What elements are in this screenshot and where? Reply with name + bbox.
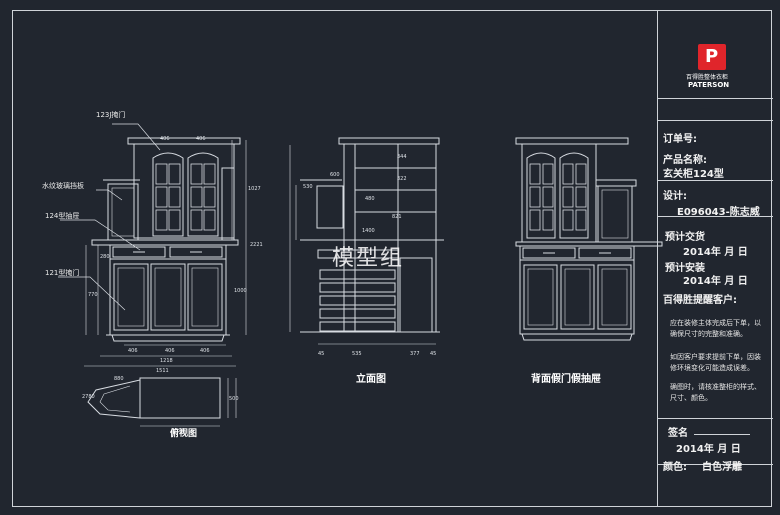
callout-label: 水纹玻璃挡板 <box>42 182 84 190</box>
dim-text: 406 <box>160 136 170 142</box>
dim-text: 322 <box>397 176 407 182</box>
product-name-value: 玄关柜124型 <box>663 169 724 180</box>
callout-label: 123J掩门 <box>96 111 126 119</box>
dim-text: 1400 <box>362 228 375 234</box>
dim-text: 1510 <box>172 428 185 434</box>
signature-line <box>694 434 750 435</box>
top-view <box>87 377 237 427</box>
dim-text: 1027 <box>248 186 261 192</box>
logo-mark: P <box>705 46 719 67</box>
company-name-en: PATERSON <box>688 81 730 89</box>
dim-text: 530 <box>303 184 313 190</box>
dim-text: 406 <box>128 348 138 354</box>
dim-text: 480 <box>365 196 375 202</box>
company-logo: P <box>698 44 726 70</box>
dim-text: 535 <box>352 351 362 357</box>
dim-text: 600 <box>330 172 340 178</box>
notice-text: 应在装修主体完成后下单，以确保尺寸的完整和准确。 <box>670 319 761 338</box>
dim-text: 344 <box>397 154 407 160</box>
front-view-cabinet <box>91 137 241 342</box>
dim-text: 2221 <box>250 242 263 248</box>
customer-notice-label: 百得胜提醒客户: <box>663 295 737 306</box>
front-dimensions <box>84 140 247 367</box>
dim-text: 500 <box>229 396 239 402</box>
watermark-text: 模型组 <box>332 246 405 271</box>
company-name-cn: 百得胜整体衣柜 <box>686 74 729 81</box>
product-name-label: 产品名称: <box>663 155 707 166</box>
dim-text: 821 <box>392 214 402 220</box>
signature-label: 签名 <box>668 428 688 439</box>
notice-text: 如因客户要求提前下单，因装修环境变化可能造成误差。 <box>670 353 761 372</box>
dim-text: 406 <box>200 348 210 354</box>
order-no-label: 订单号: <box>663 134 697 145</box>
front-view-caption: 立面图 <box>356 374 386 385</box>
dim-text: 770 <box>88 292 98 298</box>
dim-text: 1000 <box>234 288 247 294</box>
dim-text: 280 <box>100 254 110 260</box>
back-view-cabinet <box>515 137 663 341</box>
signature-date: 2014年 月 日 <box>676 444 741 455</box>
designer-value: E096043-陈志威 <box>677 207 760 218</box>
dim-text: 1218 <box>160 358 173 364</box>
dim-text: 406 <box>196 136 206 142</box>
callout-label: 121型掩门 <box>45 269 80 277</box>
designer-label: 设计: <box>663 191 687 202</box>
callout-label: 124型抽屉 <box>45 212 80 220</box>
expected-delivery-label: 预计交货 <box>665 232 705 243</box>
dim-text: 45 <box>318 351 324 357</box>
back-view-caption: 背面假门假抽屉 <box>531 374 601 385</box>
expected-install-label: 预计安装 <box>665 263 705 274</box>
color-value: 白色浮雕 <box>702 462 742 473</box>
callout-leaders <box>58 123 161 311</box>
dim-text: 1511 <box>156 368 169 374</box>
drawing-border <box>12 10 772 507</box>
color-label: 颜色: <box>663 462 687 473</box>
expected-delivery-value: 2014年 月 日 <box>683 247 748 258</box>
dim-text: 377 <box>410 351 420 357</box>
dim-text: 45 <box>430 351 436 357</box>
title-block <box>657 10 773 507</box>
dim-text: 880 <box>114 376 124 382</box>
dim-text: 2780 <box>82 394 95 400</box>
top-view-caption: 俯视图 <box>170 429 198 439</box>
notice-text: 确图时，请核准整柜的样式、尺寸、颜色。 <box>670 383 761 402</box>
dim-text: 406 <box>165 348 175 354</box>
glass-grid-left <box>155 163 216 231</box>
expected-install-value: 2014年 月 日 <box>683 276 748 287</box>
section-view <box>289 137 444 345</box>
